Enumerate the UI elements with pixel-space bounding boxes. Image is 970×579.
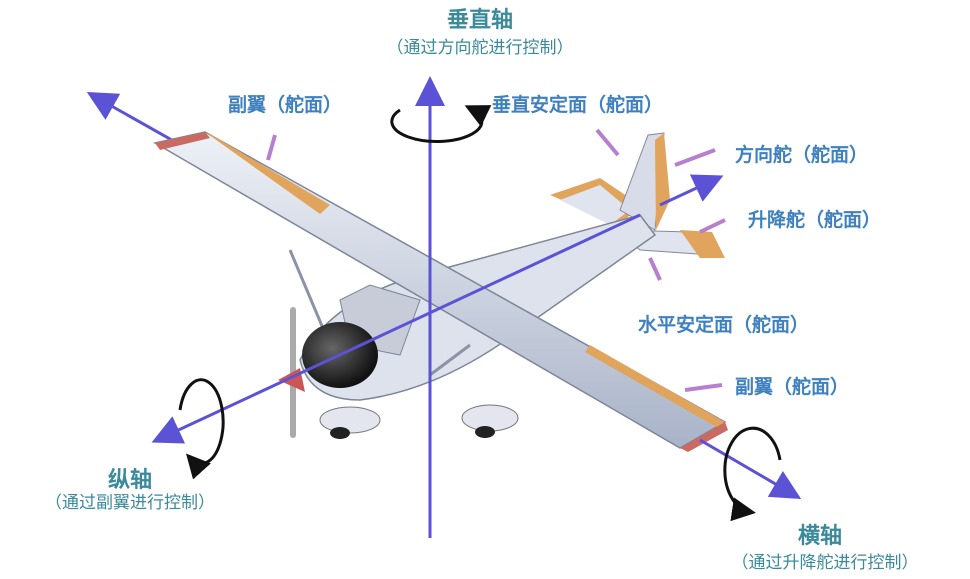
vertical-axis-title: 垂直轴 xyxy=(446,8,513,33)
label-aileron-right: 副翼（舵面） xyxy=(735,376,850,398)
lateral-axis-title: 横轴 xyxy=(797,524,842,549)
label-horizontal-stabilizer: 水平安定面（舵面） xyxy=(638,314,810,336)
label-aileron-left: 副翼（舵面） xyxy=(228,94,343,116)
roll-rotation-icon xyxy=(178,378,225,480)
longitudinal-axis-tail xyxy=(659,174,724,207)
aileron-right-surface xyxy=(585,345,725,428)
label-rudder: 方向舵（舵面） xyxy=(735,144,869,166)
vertical-axis-subtitle: （通过方向舵进行控制） xyxy=(386,38,574,58)
wheel-left xyxy=(319,406,381,434)
leader-lines xyxy=(266,128,726,392)
yaw-rotation-icon xyxy=(390,105,492,144)
longitudinal-axis xyxy=(151,213,641,444)
pitch-rotation-icon xyxy=(723,426,782,522)
lateral-axis-subtitle: （通过升降舵进行控制） xyxy=(731,553,919,573)
aileron-left-surface xyxy=(205,132,330,214)
label-vertical-stabilizer: 垂直安定面（舵面） xyxy=(492,94,664,116)
label-elevator: 升降舵（舵面） xyxy=(748,209,882,231)
longitudinal-axis-subtitle: （通过副翼进行控制） xyxy=(45,493,215,513)
longitudinal-axis-title: 纵轴 xyxy=(107,468,152,493)
lateral-axis-front xyxy=(699,438,802,500)
